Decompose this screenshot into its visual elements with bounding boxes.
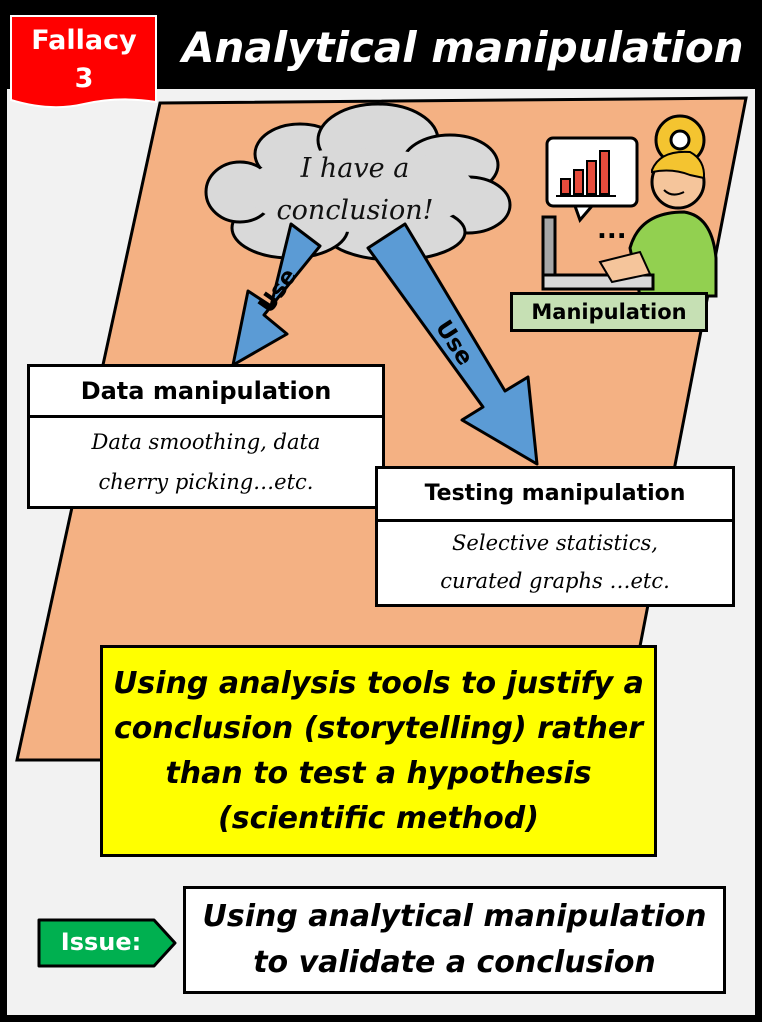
issue-box: Using analytical manipulation to validat… xyxy=(183,886,726,994)
fallacy-label: Fallacy xyxy=(31,25,137,56)
data-manipulation-box: Data manipulation Data smoothing, data c… xyxy=(27,364,385,509)
issue-tag: Issue: xyxy=(60,928,142,956)
ellipsis-text: ... xyxy=(597,215,627,245)
testing-manipulation-line-1: Selective statistics, xyxy=(452,531,658,555)
cloud-line-2: conclusion! xyxy=(276,195,434,226)
callout-line-3: than to test a hypothesis xyxy=(165,756,592,791)
testing-manipulation-line-2: curated graphs …etc. xyxy=(440,569,670,593)
fallacy-tag: Fallacy 3 xyxy=(10,22,158,98)
person-laptop-chart-icon xyxy=(541,114,718,298)
issue-tag-shape xyxy=(37,918,177,968)
callout-line-4: (scientific method) xyxy=(218,801,539,836)
manipulation-badge: Manipulation xyxy=(510,292,708,332)
data-manipulation-heading: Data manipulation xyxy=(30,367,382,418)
issue-line-1: Using analytical manipulation xyxy=(202,899,707,934)
fallacy-flag-shape xyxy=(10,15,157,109)
cloud-text: I have a conclusion! xyxy=(250,148,460,232)
callout-line-1: Using analysis tools to justify a xyxy=(113,666,644,701)
data-manipulation-line-2: cherry picking…etc. xyxy=(98,470,314,494)
testing-manipulation-box: Testing manipulation Selective statistic… xyxy=(375,466,735,607)
page-title: Analytical manipulation xyxy=(182,23,744,72)
use-arrow-right xyxy=(366,222,539,466)
fallacy-number: 3 xyxy=(74,63,94,94)
cloud-line-1: I have a xyxy=(300,153,410,184)
testing-manipulation-heading: Testing manipulation xyxy=(378,469,732,522)
issue-line-2: to validate a conclusion xyxy=(253,945,656,980)
callout-box: Using analysis tools to justify a conclu… xyxy=(100,645,657,857)
data-manipulation-line-1: Data smoothing, data xyxy=(91,430,321,454)
callout-line-2: conclusion (storytelling) rather xyxy=(114,711,643,746)
use-arrow-left xyxy=(231,222,322,367)
